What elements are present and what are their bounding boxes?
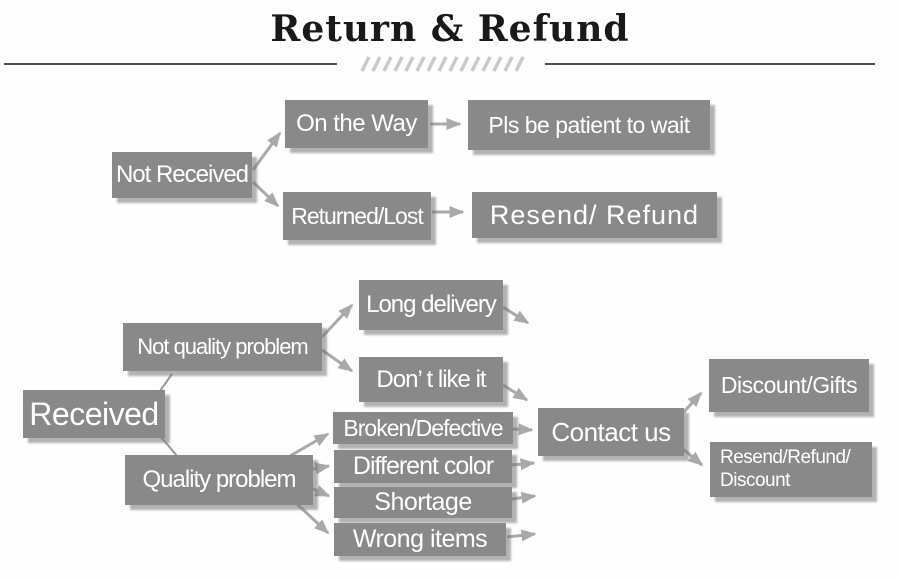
connector-contact-resend-discount	[682, 447, 704, 467]
node-received: Received	[23, 390, 165, 438]
node-wrong-items: Wrong items	[334, 523, 506, 556]
title-divider-right	[545, 63, 875, 65]
connector-quality-broken	[289, 432, 330, 458]
connector-received-quality	[160, 436, 178, 457]
node-resend-refund-discount-line1: Resend/Refund/	[720, 446, 851, 468]
connector-not-received-returned-lost	[251, 180, 280, 208]
connector-received-not-quality	[159, 373, 173, 392]
page-title: Return & Refund	[270, 8, 630, 50]
node-not-quality-problem: Not quality problem	[123, 323, 322, 371]
node-broken-defective: Broken/Defective	[333, 412, 513, 444]
connector-wrong-contact	[506, 529, 537, 542]
node-not-received: Not Received	[112, 152, 252, 198]
connector-not-quality-dont-like	[321, 348, 354, 373]
node-shortage: Shortage	[334, 487, 512, 518]
connector-shortage-contact	[511, 491, 537, 504]
node-different-color: Different color	[334, 450, 512, 483]
node-on-the-way: On the Way	[285, 100, 428, 148]
node-quality-problem: Quality problem	[125, 455, 313, 505]
connector-quality-shortage	[312, 485, 331, 498]
node-discount-gifts: Discount/Gifts	[709, 359, 869, 412]
node-resend-refund-discount-line2: Discount	[720, 469, 790, 491]
connector-not-quality-long-delivery	[320, 303, 354, 339]
connector-different-contact	[511, 458, 536, 471]
node-resend-refund-discount: Resend/Refund/ Discount	[710, 442, 872, 497]
connector-broken-contact	[512, 423, 534, 436]
node-contact-us: Contact us	[538, 408, 684, 456]
connector-long-delivery-out	[502, 305, 530, 325]
connector-contact-discount-gifts	[681, 391, 703, 415]
node-pls-be-patient: Pls be patient to wait	[468, 100, 710, 150]
connector-quality-wrong	[295, 502, 330, 535]
title-divider-left	[4, 63, 337, 65]
title-hatch-decoration	[360, 56, 525, 72]
connector-quality-different	[312, 462, 331, 475]
node-resend-refund: Resend/ Refund	[472, 192, 717, 238]
node-returned-lost: Returned/Lost	[283, 192, 431, 240]
connector-dont-like-contact	[502, 383, 529, 402]
connector-not-received-on-the-way	[251, 131, 282, 171]
node-dont-like-it: Don’ t like it	[359, 357, 503, 402]
node-long-delivery: Long delivery	[359, 280, 503, 330]
